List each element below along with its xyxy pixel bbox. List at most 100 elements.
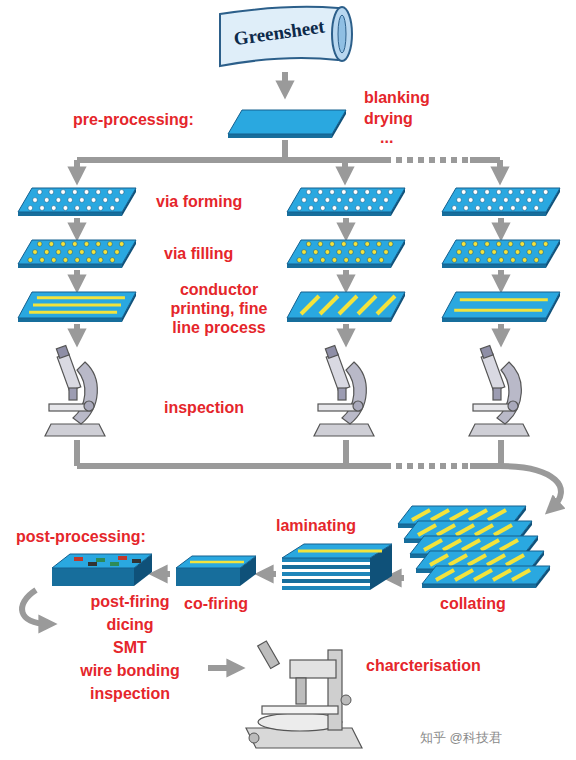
step-label: via forming [156,192,242,211]
microscope-base [45,424,105,436]
laminated-stack [282,544,392,590]
via-hole [297,206,302,211]
filled-via [297,258,302,263]
step-label: laminating [276,516,356,535]
machine-eyepiece [258,641,280,669]
filled-via [457,250,462,255]
via-hole [452,206,457,211]
conductor-line [487,555,505,565]
filled-via [520,242,525,247]
via-hole [532,190,537,195]
via-hole [33,198,38,203]
filled-via [508,242,513,247]
scroll-roll [332,7,352,61]
via-hole [485,190,490,195]
flow-arrow [74,270,80,284]
filled-via [377,242,382,247]
step-label: dicing [62,615,198,634]
sheet-top [18,240,136,264]
laminate-layer [282,579,370,583]
machine-knob [341,695,351,705]
via-hole [341,190,346,195]
step-label: wire bonding [62,661,198,680]
via-hole [302,198,307,203]
filled-via [492,250,497,255]
via-hole [365,190,370,195]
sheet-edge [18,212,122,216]
conductor-line [460,298,548,301]
conductor-line [454,309,542,312]
step-label: inspection [164,398,244,417]
filled-via [68,250,73,255]
filled-via [503,250,508,255]
conductor-line [431,510,449,520]
via-hole [79,198,84,203]
via-hole [468,198,473,203]
scroll-shape: Greensheet [214,4,356,70]
measuring-machine [246,641,362,748]
filled-via [33,250,38,255]
via-hole [337,198,342,203]
filled-via [84,242,89,247]
filled-via [468,250,473,255]
conductor-line [339,296,357,314]
filled-via [384,250,389,255]
step-label: blanking [364,88,430,107]
via-hole [61,190,66,195]
conductor-line [301,296,319,314]
via-hole [508,190,513,195]
step-label: inspection [62,684,198,703]
filled-via [75,258,80,263]
conductor-line [424,540,442,550]
conductor-line [190,561,244,564]
conductor-line [450,510,468,520]
green-sheet [18,292,136,322]
via-hole [332,206,337,211]
smd-component [118,556,127,560]
via-hole [372,198,377,203]
filled-via [532,242,537,247]
sheet-edge [287,318,391,322]
step-label: via filling [164,244,233,263]
filled-via [367,258,372,263]
step-label: collating [440,594,506,613]
filled-via [473,242,478,247]
conductor-line [37,296,125,299]
filled-via [61,242,66,247]
filled-via [313,250,318,255]
filled-via [539,250,544,255]
conductor-line [488,510,506,520]
conductor-line [481,540,499,550]
conductor-line [462,540,480,550]
via-hole [360,198,365,203]
filled-via [379,258,384,263]
filled-via [527,250,532,255]
filled-via [348,250,353,255]
filled-via [91,250,96,255]
conductor-line [443,540,461,550]
filled-via [388,242,393,247]
step-label: post-processing: [16,527,146,546]
via-hole [75,206,80,211]
smd-component [96,558,105,562]
flow-arrow [22,590,48,624]
via-hole [110,206,115,211]
conductor-line [418,525,436,535]
via-hole [115,198,120,203]
filled-via [37,242,42,247]
flow-line [74,440,80,466]
flow-arrow [500,466,561,508]
step-label: charcterisation [366,656,481,675]
via-hole [87,206,92,211]
step-label: post-firing [62,592,198,611]
microscope-objective [69,388,77,400]
filled-via [87,258,92,263]
sheet-edge [18,264,122,268]
via-hole [520,190,525,195]
filled-via [28,258,33,263]
smd-component [88,562,97,566]
green-sheet [442,292,560,322]
via-hole [330,190,335,195]
microscope-eyepiece [325,346,338,359]
filled-via [56,250,61,255]
